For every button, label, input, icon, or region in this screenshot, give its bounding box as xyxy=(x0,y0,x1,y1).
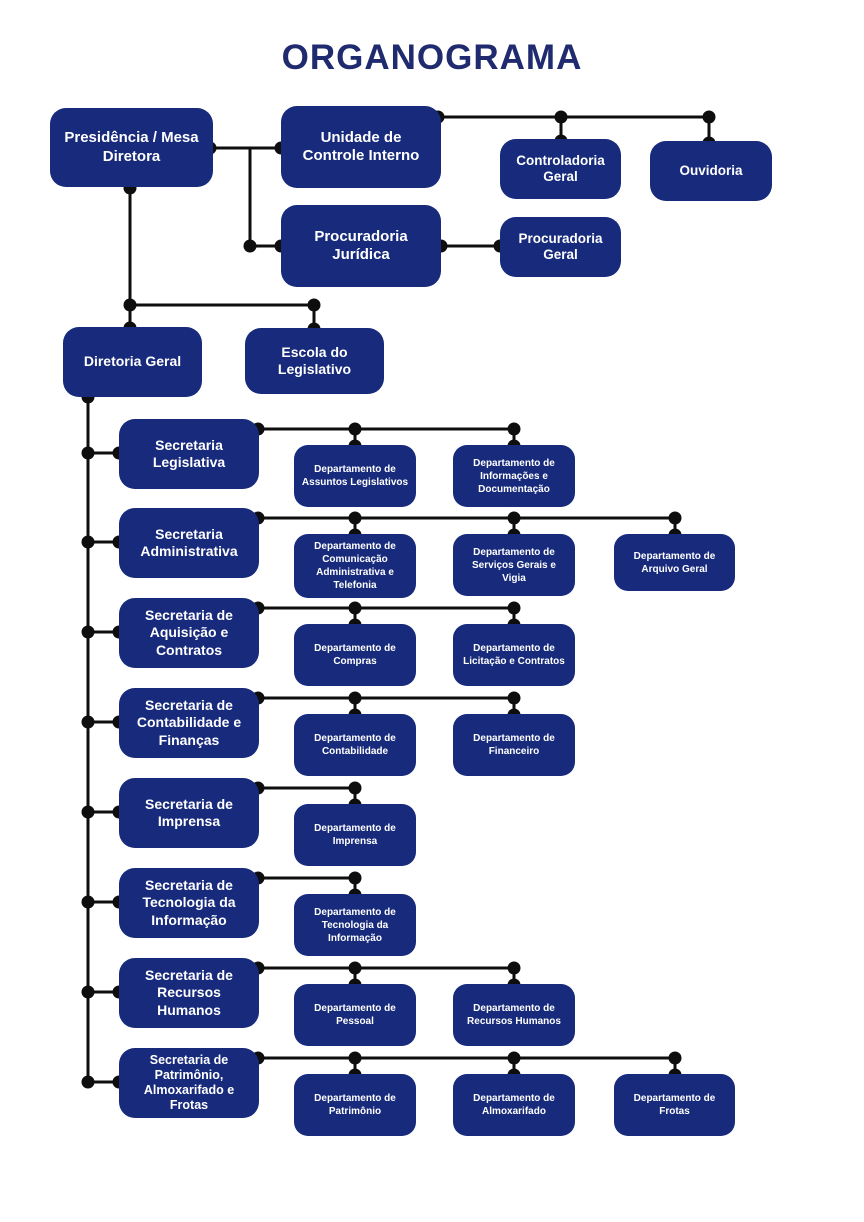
org-node-dep-frotas: Departamento de Frotas xyxy=(614,1074,735,1136)
org-node-dep-imprensa: Departamento de Imprensa xyxy=(294,804,416,866)
connector-presidencia-unidade xyxy=(203,141,288,155)
org-node-sec-tecnologia: Secretaria de Tecnologia da Informação xyxy=(119,868,259,938)
org-node-dep-contabilidade: Departamento de Contabilidade xyxy=(294,714,416,776)
connector-procuradoria-geral xyxy=(434,239,507,253)
org-node-dep-patrimonio: Departamento de Patrimônio xyxy=(294,1074,416,1136)
org-node-dep-almoxarifado: Departamento de Almoxarifado xyxy=(453,1074,575,1136)
connector-spine xyxy=(81,390,95,1082)
org-node-dep-compras: Departamento de Compras xyxy=(294,624,416,686)
org-node-procuradoria-geral: Procuradoria Geral xyxy=(500,217,621,277)
org-node-unidade-controle-interno: Unidade de Controle Interno xyxy=(281,106,441,188)
org-node-dep-licitacao-contratos: Departamento de Licitação e Contratos xyxy=(453,624,575,686)
org-node-sec-administrativa: Secretaria Administrativa xyxy=(119,508,259,578)
org-node-dep-assuntos-legislativos: Departamento de Assuntos Legislativos xyxy=(294,445,416,507)
org-node-sec-recursos-humanos: Secretaria de Recursos Humanos xyxy=(119,958,259,1028)
org-node-dep-financeiro: Departamento de Financeiro xyxy=(453,714,575,776)
org-node-procuradoria-juridica: Procuradoria Jurídica xyxy=(281,205,441,287)
org-node-presidencia: Presidência / Mesa Diretora xyxy=(50,108,213,187)
org-node-sec-contabilidade: Secretaria de Contabilidade e Finanças xyxy=(119,688,259,758)
org-node-dep-servicos-gerais: Departamento de Serviços Gerais e Vigia xyxy=(453,534,575,596)
org-node-diretoria-geral: Diretoria Geral xyxy=(63,327,202,397)
org-node-escola-legislativo: Escola do Legislativo xyxy=(245,328,384,394)
org-node-dep-recursos-humanos: Departamento de Recursos Humanos xyxy=(453,984,575,1046)
org-node-sec-legislativa: Secretaria Legislativa xyxy=(119,419,259,489)
page-title: ORGANOGRAMA xyxy=(281,38,583,77)
org-node-sec-patrimonio: Secretaria de Patrimônio, Almoxarifado e… xyxy=(119,1048,259,1118)
org-node-dep-pessoal: Departamento de Pessoal xyxy=(294,984,416,1046)
org-node-dep-comunicacao: Departamento de Comunicação Administrati… xyxy=(294,534,416,598)
org-node-sec-imprensa: Secretaria de Imprensa xyxy=(119,778,259,848)
org-node-controladoria-geral: Controladoria Geral xyxy=(500,139,621,199)
org-node-dep-arquivo-geral: Departamento de Arquivo Geral xyxy=(614,534,735,591)
org-node-ouvidoria: Ouvidoria xyxy=(650,141,772,201)
org-node-sec-aquisicao: Secretaria de Aquisição e Contratos xyxy=(119,598,259,668)
org-node-dep-informacoes-documentacao: Departamento de Informações e Documentaç… xyxy=(453,445,575,507)
org-node-dep-tecnologia: Departamento de Tecnologia da Informação xyxy=(294,894,416,956)
